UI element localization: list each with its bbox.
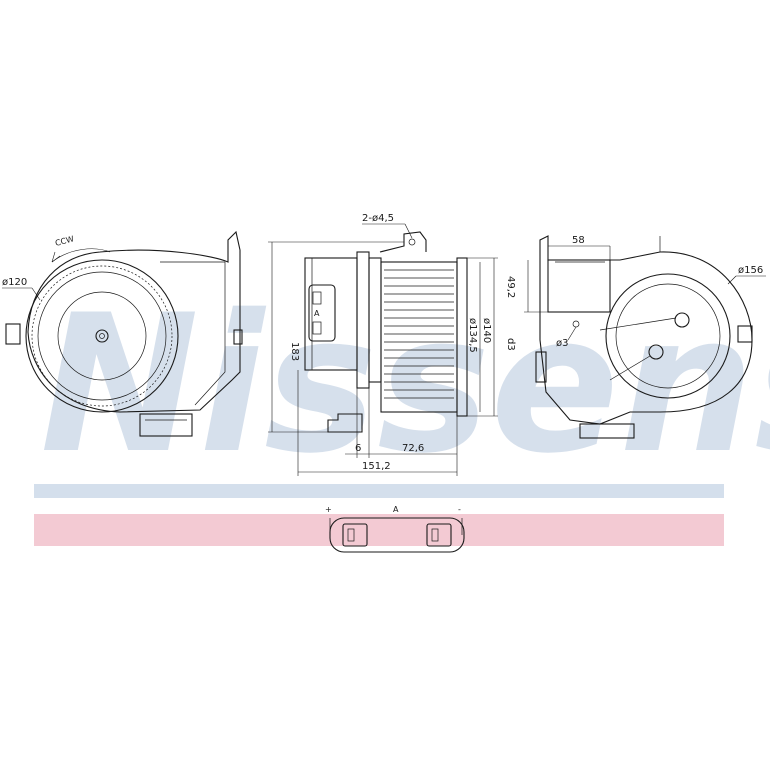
connector-pin-plus: [342, 523, 368, 547]
watermark-text: Nissens: [40, 274, 770, 495]
offset-label: 6: [355, 443, 361, 454]
rear-fan-hub-2: [648, 344, 664, 360]
connector-pin-plus-inner: [347, 528, 355, 542]
rear-hole-label: ø3: [556, 338, 568, 349]
connector-pin-minus-inner: [431, 528, 439, 542]
overall-label: 151,2: [362, 461, 391, 472]
rear-left-tab: [535, 351, 547, 383]
front-left-tab: [5, 323, 21, 345]
side-connector-pin-2: [312, 321, 322, 335]
band-top: [34, 484, 724, 498]
rear-bottom-connector: [579, 423, 635, 439]
depth-label: 72,6: [402, 443, 424, 454]
rear-fan-hub-1: [674, 312, 690, 328]
front-housing: [27, 230, 241, 413]
band-bottom: [34, 514, 724, 546]
side-connector-block: [308, 284, 336, 342]
side-view: A 2-ø4,: [268, 213, 498, 476]
rear-height-label: 49,2: [505, 276, 516, 298]
side-mount-hole: [408, 238, 416, 246]
front-fan-hub-ring: [57, 291, 147, 381]
connector-pin-label: A: [393, 505, 399, 514]
front-fan-blades: [31, 265, 173, 407]
diam-outer-label: ø140: [481, 318, 492, 343]
front-diameter-label: ø120: [2, 277, 27, 288]
ccw-arrowhead: [51, 251, 61, 263]
front-view: CCW ø120: [2, 230, 243, 437]
front-bottom-connector: [139, 413, 193, 437]
front-fan-outer: [25, 259, 179, 413]
front-fan-inner: [37, 271, 167, 401]
rear-right-tab: [737, 325, 753, 343]
rear-d3-label: d3: [505, 338, 516, 351]
side-mount-ear: [379, 231, 427, 253]
front-housing-inner: [160, 261, 226, 406]
connector-plus-label: +: [325, 505, 332, 514]
rear-block: [547, 259, 611, 313]
front-diameter-leader-2: [31, 287, 41, 301]
height-label: 183: [289, 342, 300, 361]
rear-diameter-leader-2: [727, 275, 737, 285]
front-right-tab: [233, 329, 243, 345]
side-mount-hole-label: 2-ø4,5: [362, 213, 394, 224]
front-fan-hub: [95, 329, 109, 343]
rear-fan-outer: [605, 273, 731, 399]
connector-minus-label: -: [458, 505, 461, 514]
connector-pin-minus: [426, 523, 452, 547]
side-connector-pin-1: [312, 291, 322, 305]
rear-width-label: 58: [572, 235, 585, 246]
rear-fan-inner: [615, 283, 721, 389]
ccw-label: CCW: [54, 234, 75, 248]
rear-diameter-label: ø156: [738, 265, 763, 276]
mount-leader-2: [404, 223, 413, 239]
rear-struts: [599, 317, 677, 381]
rear-hole-leader: [567, 326, 577, 341]
rear-view: 58 49,2 d3 ø3 ø156: [505, 235, 766, 439]
side-connector-label: A: [314, 309, 320, 318]
side-fan-rim: [456, 257, 468, 417]
side-fan-blades: [384, 269, 454, 399]
front-fan-axle: [99, 333, 105, 339]
connector-detail: + - A: [325, 505, 465, 553]
diam-inner-label: ø134,5: [467, 318, 478, 353]
